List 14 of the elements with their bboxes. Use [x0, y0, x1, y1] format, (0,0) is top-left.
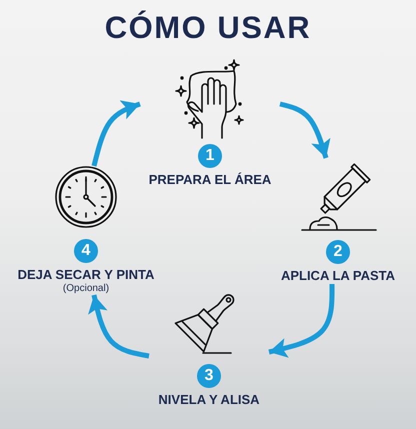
title: CÓMO USAR — [104, 9, 312, 47]
curved-arrow — [88, 294, 150, 358]
step-number: 2 — [326, 240, 350, 264]
step-title: NIVELA Y ALISA — [158, 392, 260, 408]
step-note: (Opcional) — [62, 283, 110, 295]
step-number: 1 — [198, 144, 222, 168]
step-title: PREPARA EL ÁREA — [148, 172, 272, 188]
curved-arrow — [92, 100, 141, 167]
step-number: 3 — [197, 364, 221, 388]
step-title: DEJA SECAR Y PINTA — [18, 267, 154, 283]
curved-arrow — [279, 102, 330, 159]
step-number: 4 — [74, 239, 98, 263]
step-title: APLICA LA PASTA — [280, 268, 396, 284]
curved-arrow — [268, 284, 335, 358]
